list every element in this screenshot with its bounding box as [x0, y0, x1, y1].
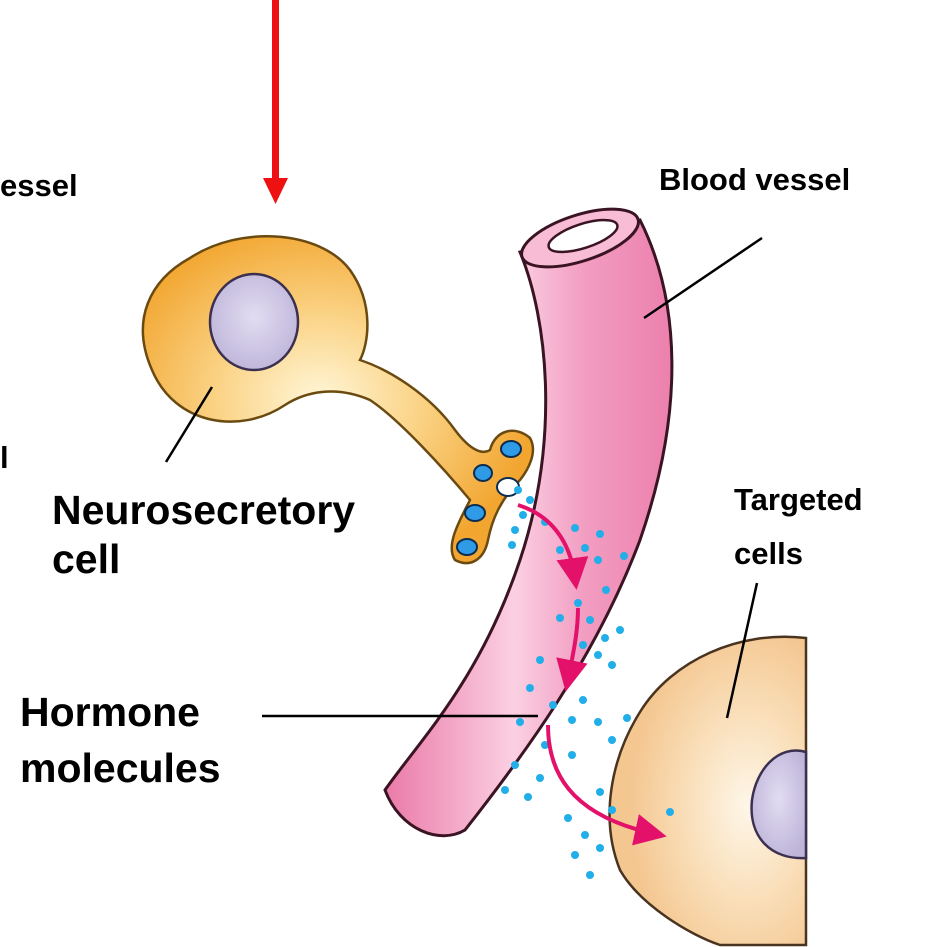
vesicle — [457, 539, 477, 555]
label-targeted-2: cells — [734, 536, 803, 572]
vesicle — [474, 465, 492, 481]
label-edge-fragment: l — [0, 440, 9, 476]
label-cut-off: essel — [0, 168, 78, 204]
target-cell — [610, 637, 806, 945]
neuron-nucleus — [210, 274, 298, 370]
stimulus-arrow-icon — [263, 0, 288, 204]
vesicle — [465, 505, 485, 521]
label-hormone-1: Hormone — [20, 688, 200, 737]
label-targeted-1: Targeted — [734, 482, 863, 518]
label-neurosecretory-2: cell — [52, 535, 120, 584]
label-hormone-2: molecules — [20, 744, 221, 793]
label-blood-vessel: Blood vessel — [659, 162, 850, 198]
label-neurosecretory-1: Neurosecretory — [52, 486, 355, 535]
vesicle — [501, 441, 521, 457]
